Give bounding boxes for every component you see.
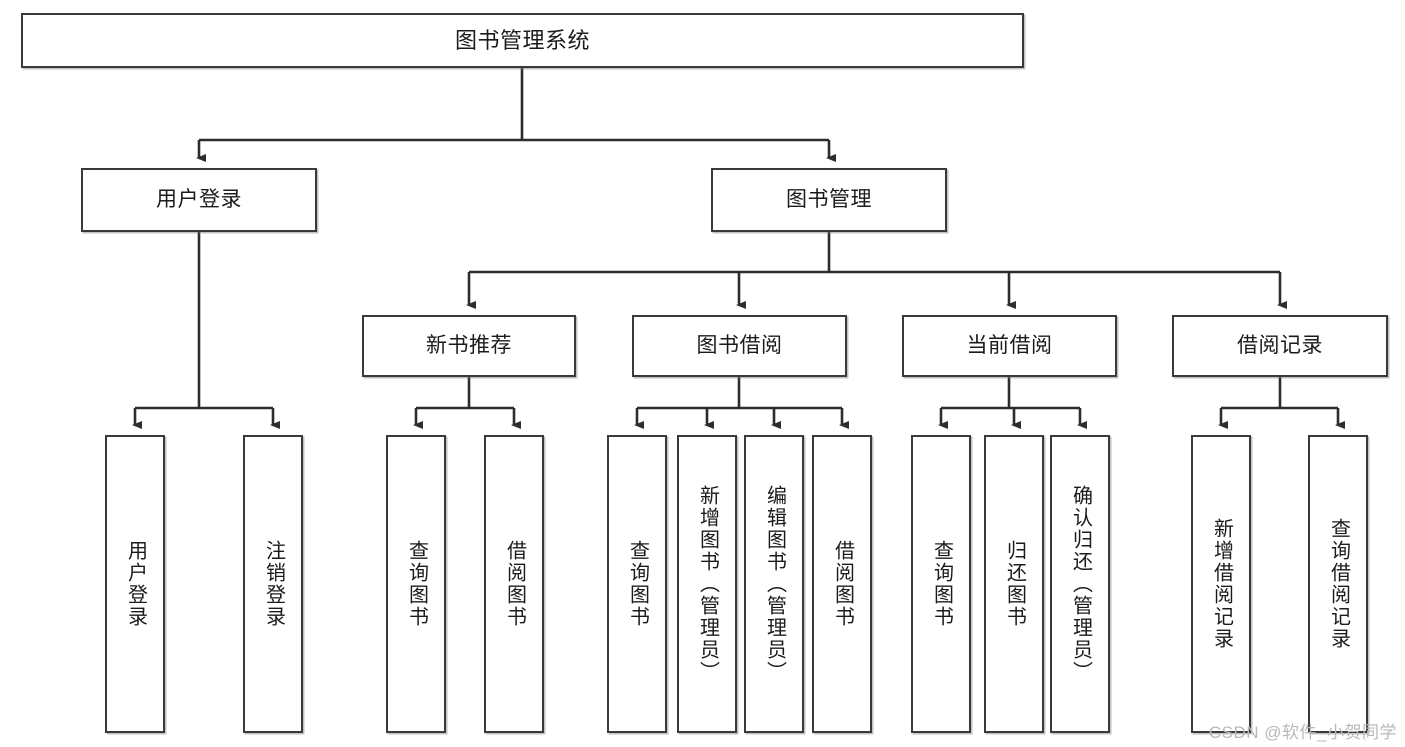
edge-group-current-borrow xyxy=(938,377,1087,429)
watermark: CSDN @软件_小贺同学 xyxy=(1208,723,1397,742)
node-leaf-add-book[interactable]: 新增图书（管理员） xyxy=(677,435,737,733)
node-user-login-label: 用户登录 xyxy=(156,187,242,211)
node-leaf-return-book[interactable]: 归还图书 xyxy=(984,435,1044,733)
node-leaf-query-record[interactable]: 查询借阅记录 xyxy=(1308,435,1368,733)
node-user-login[interactable]: 用户登录 xyxy=(81,168,317,232)
node-new-book-rec[interactable]: 新书推荐 xyxy=(362,315,576,377)
node-root[interactable]: 图书管理系统 xyxy=(21,13,1024,68)
node-leaf-edit-book-label: 编辑图书（管理员） xyxy=(763,485,786,683)
node-leaf-logout-label: 注销登录 xyxy=(262,540,285,628)
node-leaf-query-book-2[interactable]: 查询图书 xyxy=(607,435,667,733)
node-leaf-query-book-2-label: 查询图书 xyxy=(626,540,649,628)
node-leaf-query-book-1[interactable]: 查询图书 xyxy=(386,435,446,733)
edge-group-book-manage xyxy=(466,232,1287,309)
node-leaf-return-book-label: 归还图书 xyxy=(1003,540,1026,628)
node-current-borrow[interactable]: 当前借阅 xyxy=(902,315,1117,377)
node-leaf-add-record[interactable]: 新增借阅记录 xyxy=(1191,435,1251,733)
node-book-manage[interactable]: 图书管理 xyxy=(711,168,947,232)
node-book-borrow-label: 图书借阅 xyxy=(696,333,783,357)
node-new-book-rec-label: 新书推荐 xyxy=(426,333,512,357)
node-leaf-logout[interactable]: 注销登录 xyxy=(243,435,303,733)
node-leaf-add-record-label: 新增借阅记录 xyxy=(1210,518,1233,650)
node-leaf-query-record-label: 查询借阅记录 xyxy=(1327,518,1350,650)
node-leaf-query-book-3[interactable]: 查询图书 xyxy=(911,435,971,733)
edge-group-user-login xyxy=(132,232,280,429)
node-leaf-confirm-return-label: 确认归还（管理员） xyxy=(1069,485,1092,683)
node-borrow-record[interactable]: 借阅记录 xyxy=(1172,315,1388,377)
node-book-borrow[interactable]: 图书借阅 xyxy=(632,315,847,377)
node-leaf-borrow-book-1[interactable]: 借阅图书 xyxy=(484,435,544,733)
node-leaf-query-book-3-label: 查询图书 xyxy=(930,540,953,628)
edge-group-book-borrow xyxy=(634,377,849,429)
node-leaf-borrow-book-2-label: 借阅图书 xyxy=(831,540,854,628)
node-leaf-add-book-label: 新增图书（管理员） xyxy=(696,485,719,683)
node-book-manage-label: 图书管理 xyxy=(786,187,872,211)
edge-group-root xyxy=(196,68,836,162)
edge-group-borrow-record xyxy=(1218,377,1345,429)
node-leaf-confirm-return[interactable]: 确认归还（管理员） xyxy=(1050,435,1110,733)
edge-group-new-book-rec xyxy=(413,377,521,429)
node-leaf-query-book-1-label: 查询图书 xyxy=(405,540,428,628)
node-borrow-record-label: 借阅记录 xyxy=(1237,333,1323,357)
node-root-label: 图书管理系统 xyxy=(454,27,590,53)
node-leaf-user-login-label: 用户登录 xyxy=(124,540,147,628)
node-leaf-edit-book[interactable]: 编辑图书（管理员） xyxy=(744,435,804,733)
node-current-borrow-label: 当前借阅 xyxy=(966,333,1053,357)
node-leaf-borrow-book-1-label: 借阅图书 xyxy=(503,540,526,628)
node-leaf-borrow-book-2[interactable]: 借阅图书 xyxy=(812,435,872,733)
node-leaf-user-login[interactable]: 用户登录 xyxy=(105,435,165,733)
